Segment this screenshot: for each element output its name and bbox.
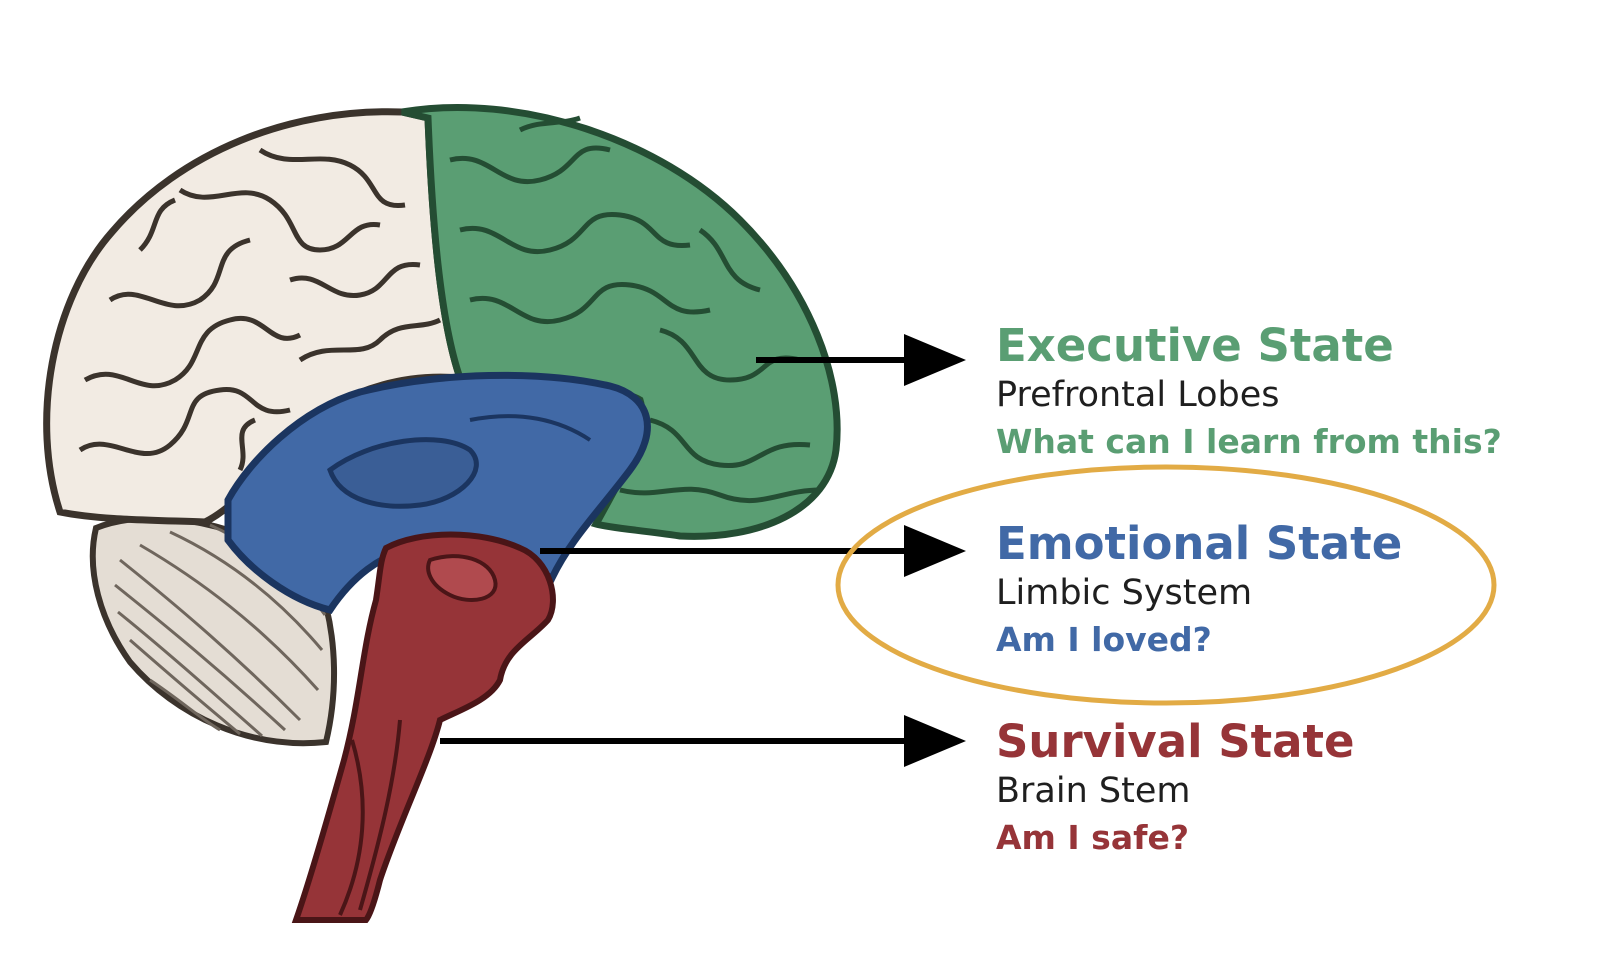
state-region: Brain Stem	[996, 771, 1191, 811]
state-title: Executive State	[996, 319, 1394, 372]
state-title: Survival State	[996, 715, 1355, 768]
survival-state-label: Survival State Brain Stem Am I safe?	[996, 716, 1576, 862]
state-region: Limbic System	[996, 573, 1253, 613]
brain-stem	[291, 531, 556, 923]
executive-state-label: Executive State Prefrontal Lobes What ca…	[996, 320, 1576, 466]
state-title: Emotional State	[996, 517, 1403, 570]
arrow-executive	[756, 334, 966, 386]
cortex	[43, 108, 466, 526]
state-region: Prefrontal Lobes	[996, 375, 1280, 415]
emotional-state-label: Emotional State Limbic System Am I loved…	[996, 518, 1576, 664]
state-question: Am I loved?	[996, 620, 1212, 659]
state-question: What can I learn from this?	[996, 422, 1502, 461]
state-question: Am I safe?	[996, 818, 1189, 857]
arrow-survival	[440, 715, 966, 767]
arrow-emotional	[540, 525, 966, 577]
prefrontal-lobes	[401, 103, 841, 540]
highlight-ellipse	[835, 464, 1497, 706]
